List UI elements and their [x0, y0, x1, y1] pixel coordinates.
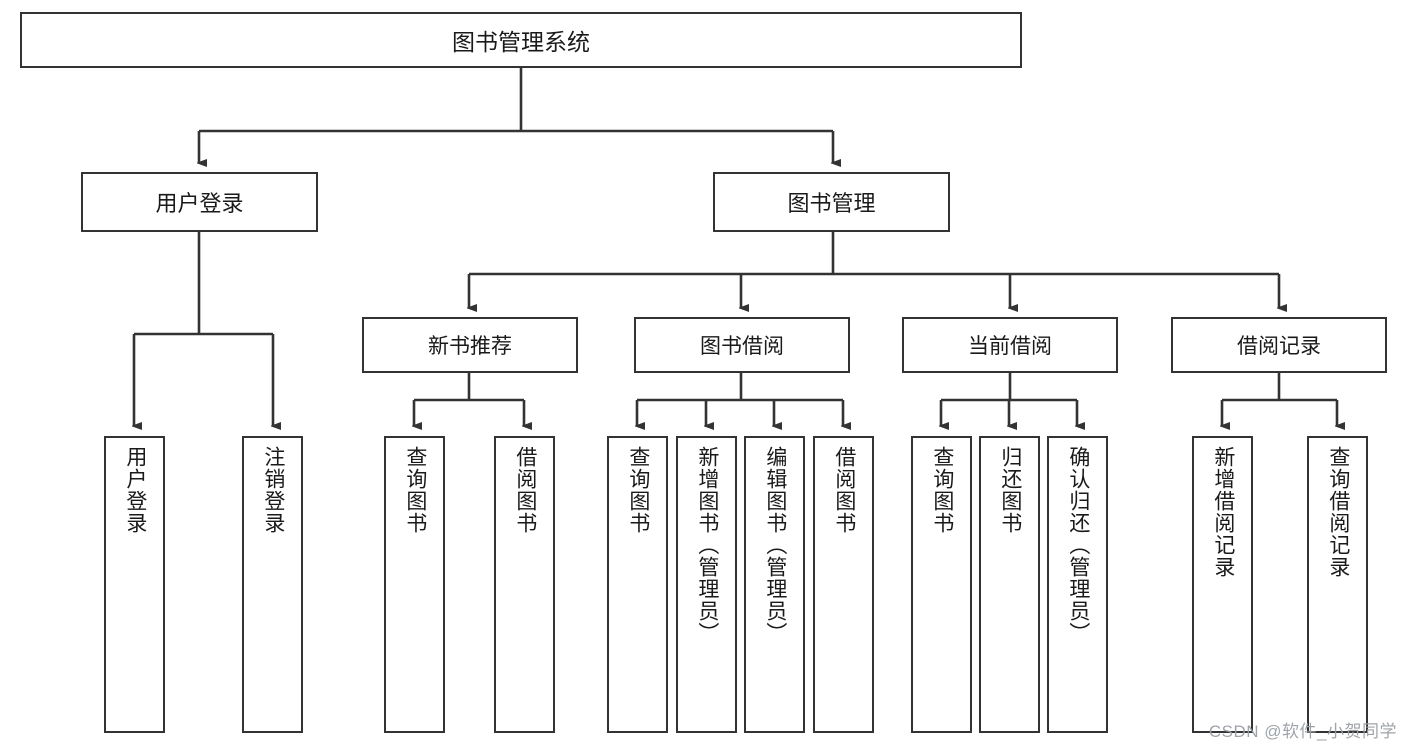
leaf-label: 查询图书: [930, 446, 954, 534]
node-book-borrow-label: 图书借阅: [700, 335, 784, 358]
leaf-label: 借阅图书: [832, 446, 856, 534]
node-root-label: 图书管理系统: [452, 29, 590, 55]
node-user-login-label: 用户登录: [155, 191, 244, 216]
node-current-borrow[interactable]: 当前借阅: [902, 317, 1118, 373]
node-new-book-recommend-label: 新书推荐: [428, 335, 512, 358]
node-book-management[interactable]: 图书管理: [713, 172, 950, 232]
leaf-label: 新增图书（管理员）: [695, 446, 719, 644]
leaf-label: 查询图书: [626, 446, 650, 534]
leaf-user-login-1[interactable]: 用户登录: [104, 436, 165, 733]
leaf-user-login-2[interactable]: 注销登录: [242, 436, 303, 733]
leaf-book-borrow-4[interactable]: 借阅图书: [813, 436, 874, 733]
leaf-label: 新增借阅记录: [1211, 446, 1235, 578]
leaf-book-borrow-3[interactable]: 编辑图书（管理员）: [744, 436, 805, 733]
leaf-label: 归还图书: [998, 446, 1022, 534]
node-book-borrow[interactable]: 图书借阅: [634, 317, 850, 373]
node-borrow-record[interactable]: 借阅记录: [1171, 317, 1387, 373]
leaf-label: 注销登录: [261, 446, 285, 534]
leaf-current-borrow-1[interactable]: 查询图书: [911, 436, 972, 733]
leaf-borrow-record-2[interactable]: 查询借阅记录: [1307, 436, 1368, 733]
node-root[interactable]: 图书管理系统: [20, 12, 1022, 68]
leaf-book-borrow-1[interactable]: 查询图书: [607, 436, 668, 733]
leaf-label: 确认归还（管理员）: [1066, 446, 1090, 644]
leaf-new-book-1[interactable]: 查询图书: [384, 436, 445, 733]
leaf-book-borrow-2[interactable]: 新增图书（管理员）: [676, 436, 737, 733]
leaf-new-book-2[interactable]: 借阅图书: [494, 436, 555, 733]
watermark-text: CSDN @软件_小贺同学: [1208, 722, 1397, 741]
leaf-label: 用户登录: [123, 446, 147, 534]
node-current-borrow-label: 当前借阅: [968, 335, 1052, 358]
node-new-book-recommend[interactable]: 新书推荐: [362, 317, 578, 373]
leaf-label: 借阅图书: [513, 446, 537, 534]
leaf-label: 查询借阅记录: [1326, 446, 1350, 578]
leaf-current-borrow-2[interactable]: 归还图书: [979, 436, 1040, 733]
leaf-label: 查询图书: [403, 446, 427, 534]
leaf-borrow-record-1[interactable]: 新增借阅记录: [1192, 436, 1253, 733]
node-borrow-record-label: 借阅记录: [1237, 335, 1321, 358]
leaf-current-borrow-3[interactable]: 确认归还（管理员）: [1047, 436, 1108, 733]
node-user-login[interactable]: 用户登录: [81, 172, 318, 232]
node-book-management-label: 图书管理: [787, 191, 876, 216]
leaf-label: 编辑图书（管理员）: [763, 446, 787, 644]
